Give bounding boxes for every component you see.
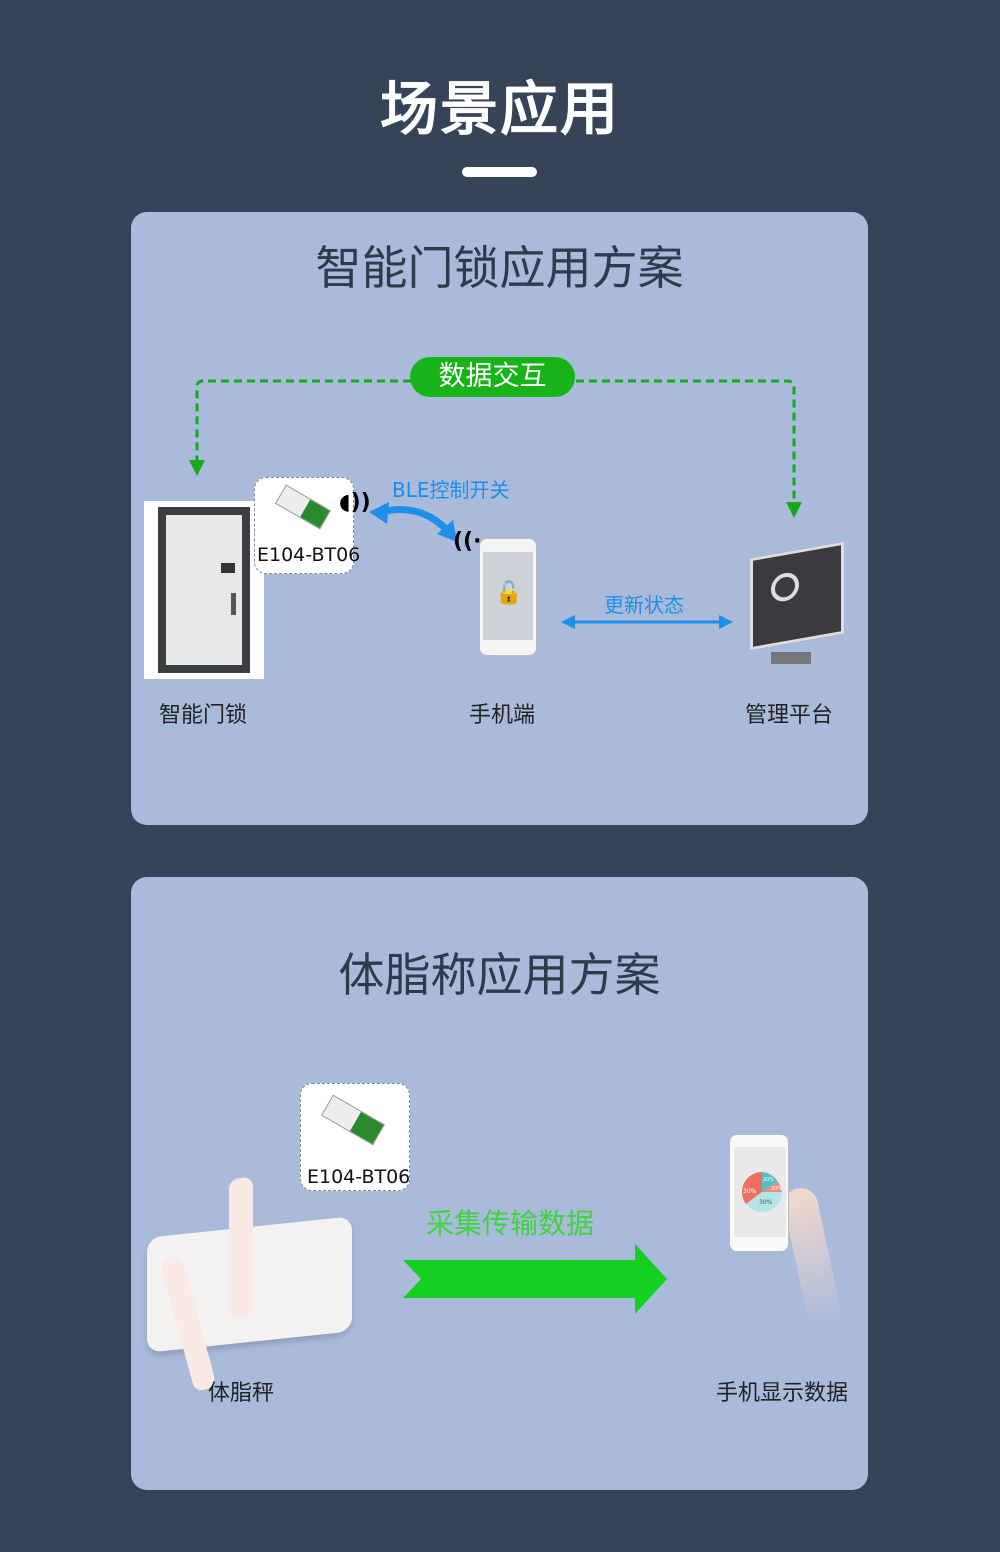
dashed-line-right	[576, 379, 796, 507]
data-exchange-badge: 数据交互	[410, 357, 575, 397]
pie-chart: 30% 20% 20% 30%	[734, 1147, 786, 1237]
phone-display-label: 手机显示数据	[716, 1381, 849, 1406]
ble-arrow	[380, 506, 452, 535]
module-bubble: E104-BT06	[300, 1083, 410, 1191]
arrow-down-right	[786, 502, 802, 518]
phone-image: 🔓	[479, 538, 537, 656]
wireless-signal-icon: ((·	[453, 529, 482, 554]
title-underline	[462, 167, 537, 177]
pie-slice	[762, 1172, 778, 1192]
search-icon	[771, 570, 799, 604]
pie-label: 20%	[763, 1177, 774, 1183]
pie-label: 30%	[759, 1199, 773, 1206]
module-label: E104-BT06	[307, 1166, 411, 1188]
arrow-down-left	[189, 460, 205, 476]
card-title: 智能门锁应用方案	[315, 241, 684, 295]
flow-arrows	[189, 379, 802, 629]
module-bubble: E104-BT06	[254, 477, 360, 574]
update-label: 更新状态	[604, 593, 684, 617]
transfer-label: 采集传输数据	[426, 1207, 595, 1240]
pie-label: 30%	[743, 1188, 757, 1195]
module-label: E104-BT06	[257, 544, 361, 566]
module-chip-icon	[274, 484, 332, 530]
pie-slice	[746, 1192, 782, 1212]
scale-image	[147, 1176, 352, 1394]
transfer-arrow	[403, 1244, 667, 1314]
door-image	[144, 501, 264, 679]
page-title: 场景应用	[379, 75, 620, 143]
hand	[780, 1184, 844, 1330]
card-title: 体脂称应用方案	[338, 948, 661, 1002]
phone-image: 30% 20% 20% 30%	[729, 1134, 789, 1252]
monitor-image	[750, 541, 844, 651]
unlock-icon: 🔓	[495, 581, 523, 606]
door-label: 智能门锁	[159, 703, 248, 728]
module-chip-icon	[321, 1094, 385, 1146]
dashed-line-left	[195, 379, 411, 464]
monitor-stand	[771, 652, 811, 664]
phone-label: 手机端	[469, 703, 536, 728]
wireless-signal-icon: ◖))	[339, 490, 371, 515]
scale-label: 体脂秤	[208, 1381, 275, 1406]
body-fat-scale-card: 体脂称应用方案 E104-BT06 采集传输数据 30% 20% 20% 30%…	[131, 877, 868, 1490]
platform-label: 管理平台	[745, 703, 834, 728]
smart-lock-card: 智能门锁应用方案 数据交互 BLE控制开关 更新状态 E104-BT06 ◖))…	[131, 212, 868, 825]
foot	[229, 1176, 253, 1320]
pie-slice	[742, 1172, 762, 1204]
pie-label: 20%	[771, 1186, 782, 1192]
pie-slice	[762, 1182, 782, 1192]
foot	[159, 1253, 217, 1394]
ble-label: BLE控制开关	[392, 478, 510, 502]
